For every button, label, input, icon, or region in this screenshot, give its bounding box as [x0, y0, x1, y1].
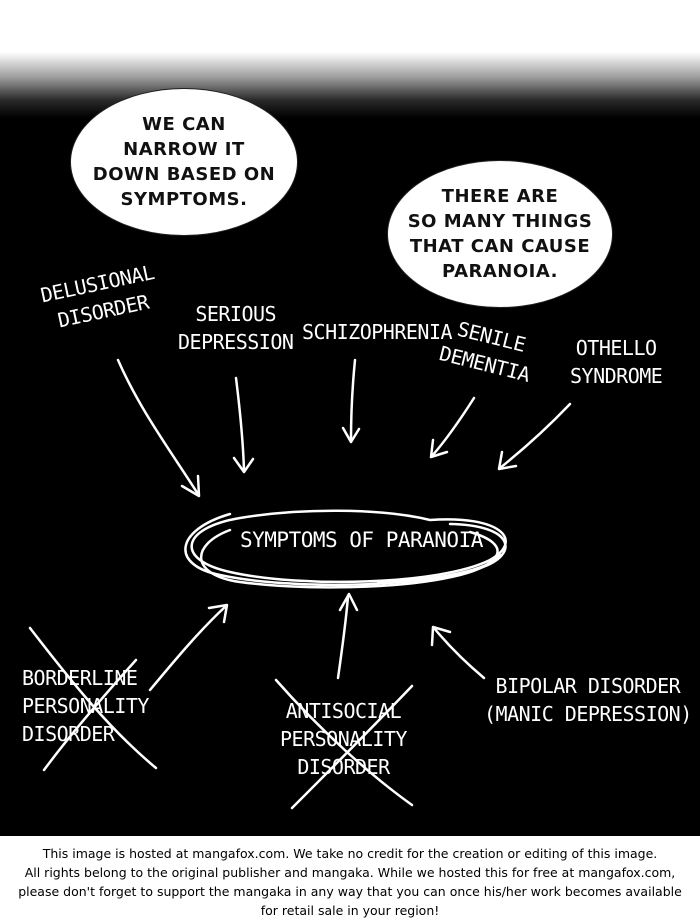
arrow-senile — [430, 396, 476, 458]
arrow-senile-head — [429, 438, 449, 459]
arrow-antisocial — [336, 594, 350, 680]
arrow-borderline — [148, 604, 228, 692]
arrow-othello-head — [497, 450, 518, 471]
arrow-delusional-head — [180, 474, 201, 498]
cross-antisocial-b — [290, 684, 414, 810]
center-ellipse-2 — [184, 512, 507, 587]
arrow-schizo-head — [341, 426, 361, 444]
arrow-delusional — [116, 358, 200, 496]
center-ellipse-3 — [200, 528, 499, 589]
label-othello-syndrome: OTHELLO SYNDROME — [570, 336, 663, 388]
label-symptoms-of-paranoia: SYMPTOMS OF PARANOIA — [240, 528, 483, 552]
speech-bubble-right: THERE ARE SO MANY THINGS THAT CAN CAUSE … — [387, 160, 613, 308]
speech-bubble-right-text: THERE ARE SO MANY THINGS THAT CAN CAUSE … — [407, 186, 593, 282]
speech-bubble-left-text: WE CAN NARROW IT DOWN BASED ON SYMPTOMS. — [92, 114, 276, 210]
cross-borderline-b — [42, 658, 138, 772]
label-serious-depression: SERIOUS DEPRESSION — [178, 302, 294, 354]
label-antisocial-personality-disorder: ANTISOCIAL PERSONALITY DISORDER — [280, 699, 407, 779]
label-schizophrenia: SCHIZOPHRENIA — [302, 320, 453, 344]
arrow-bipolar-head — [430, 625, 452, 647]
chalk-drawings — [28, 358, 572, 810]
hosting-notice-text: This image is hosted at mangafox.com. We… — [18, 846, 682, 918]
arrow-othello — [498, 402, 572, 470]
manga-panel: WE CAN NARROW IT DOWN BASED ON SYMPTOMS.… — [0, 0, 700, 836]
label-bipolar-disorder: BIPOLAR DISORDER (MANIC DEPRESSION) — [484, 674, 692, 726]
arrow-borderline-head — [207, 603, 229, 624]
cross-borderline-a — [28, 626, 158, 770]
speech-bubble-left: WE CAN NARROW IT DOWN BASED ON SYMPTOMS. — [70, 88, 298, 236]
arrow-serious — [234, 376, 246, 472]
arrow-antisocial-head — [338, 592, 359, 612]
arrow-bipolar — [432, 626, 486, 680]
cross-antisocial-a — [274, 678, 414, 807]
hosting-notice: This image is hosted at mangafox.com. We… — [0, 836, 700, 923]
label-borderline-personality-disorder: BORDERLINE PERSONALITY DISORDER — [22, 666, 149, 746]
arrow-schizo — [349, 358, 357, 442]
center-ellipse-4 — [376, 553, 502, 584]
arrow-serious-head — [232, 456, 255, 474]
